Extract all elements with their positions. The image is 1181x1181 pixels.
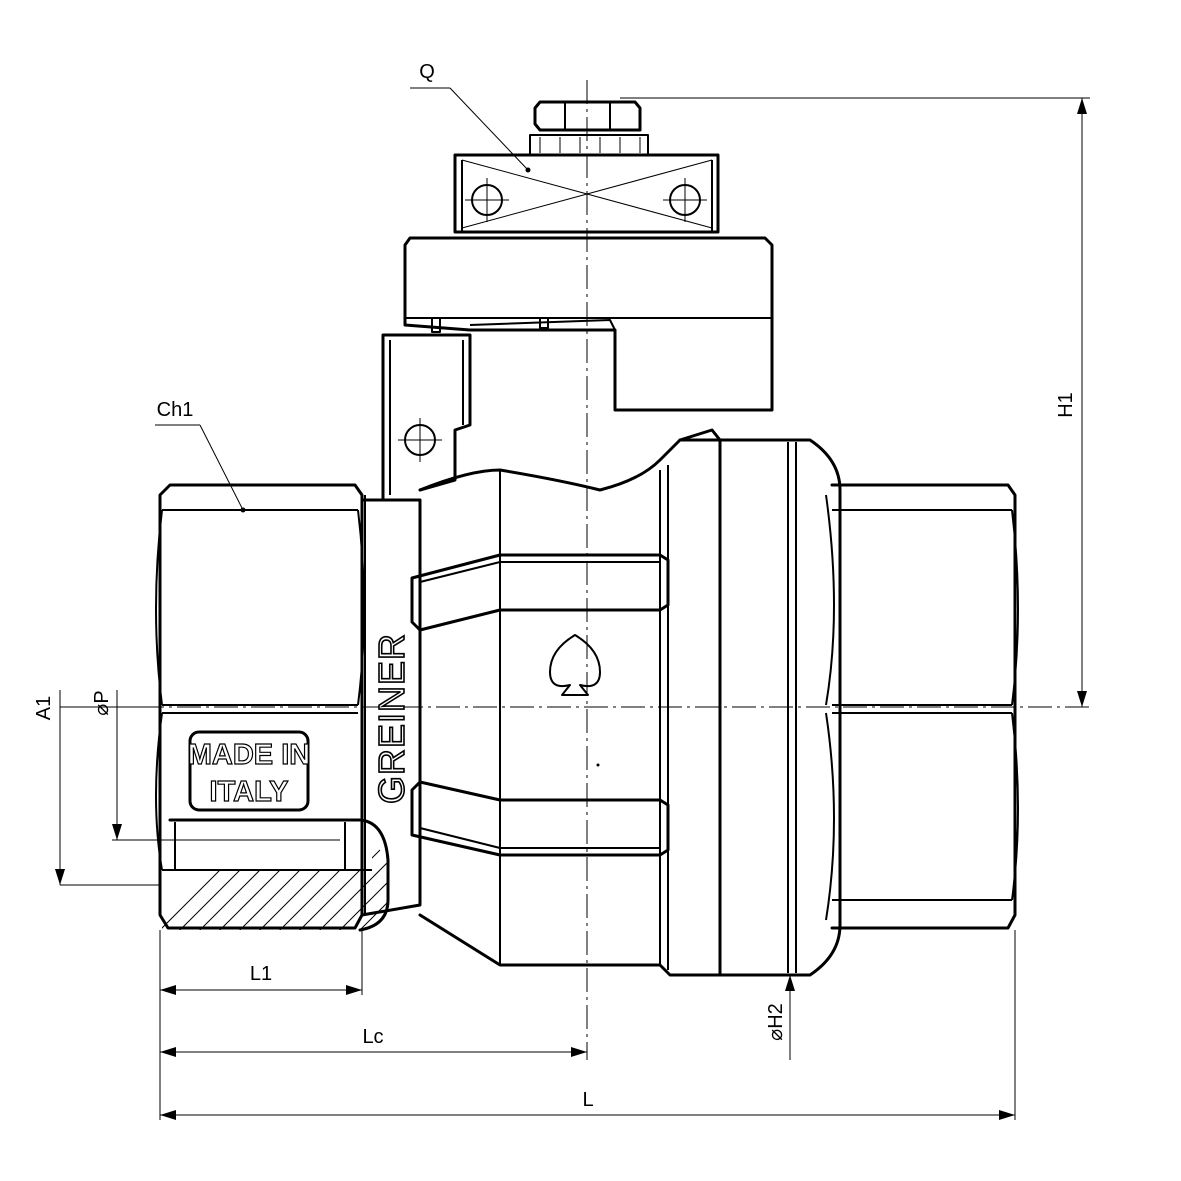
svg-text:⌀P: ⌀P xyxy=(91,690,113,715)
diameter-symbol-h2: ⌀ xyxy=(765,1029,787,1041)
left-end-hex xyxy=(155,483,390,932)
brand-lettering: GREINER xyxy=(371,633,412,804)
valve-body xyxy=(360,333,722,977)
right-union-nut xyxy=(678,438,842,977)
diameter-symbol-p: ⌀ xyxy=(91,704,113,716)
plate-line-2: ITALY xyxy=(210,776,289,808)
right-end-hex xyxy=(830,483,1019,930)
label-a1: A1 xyxy=(33,696,55,720)
label-p: P xyxy=(91,690,113,703)
dimension-labels: Q Ch1 H1 A1 ⌀P ⌀H2 L1 Lc L xyxy=(33,61,1077,1111)
label-ch1: Ch1 xyxy=(157,399,194,421)
made-in-italy-plate: MADE IN ITALY xyxy=(187,730,311,812)
top-mounting-plate xyxy=(453,153,720,234)
actuator-housing xyxy=(403,236,774,412)
dimension-lines xyxy=(55,87,1090,1120)
label-h1: H1 xyxy=(1055,392,1077,418)
flow-spade-icon xyxy=(549,634,601,696)
center-lines xyxy=(140,80,1090,1060)
label-lc: Lc xyxy=(362,1026,383,1048)
label-h2: H2 xyxy=(765,1003,787,1029)
label-q: Q xyxy=(419,61,435,83)
svg-text:⌀H2: ⌀H2 xyxy=(765,1003,787,1041)
label-l1: L1 xyxy=(250,963,272,985)
label-l: L xyxy=(582,1089,593,1111)
section-hatching xyxy=(162,849,388,930)
plate-line-1: MADE IN xyxy=(188,739,310,771)
spindle-hex-nut xyxy=(529,100,649,156)
